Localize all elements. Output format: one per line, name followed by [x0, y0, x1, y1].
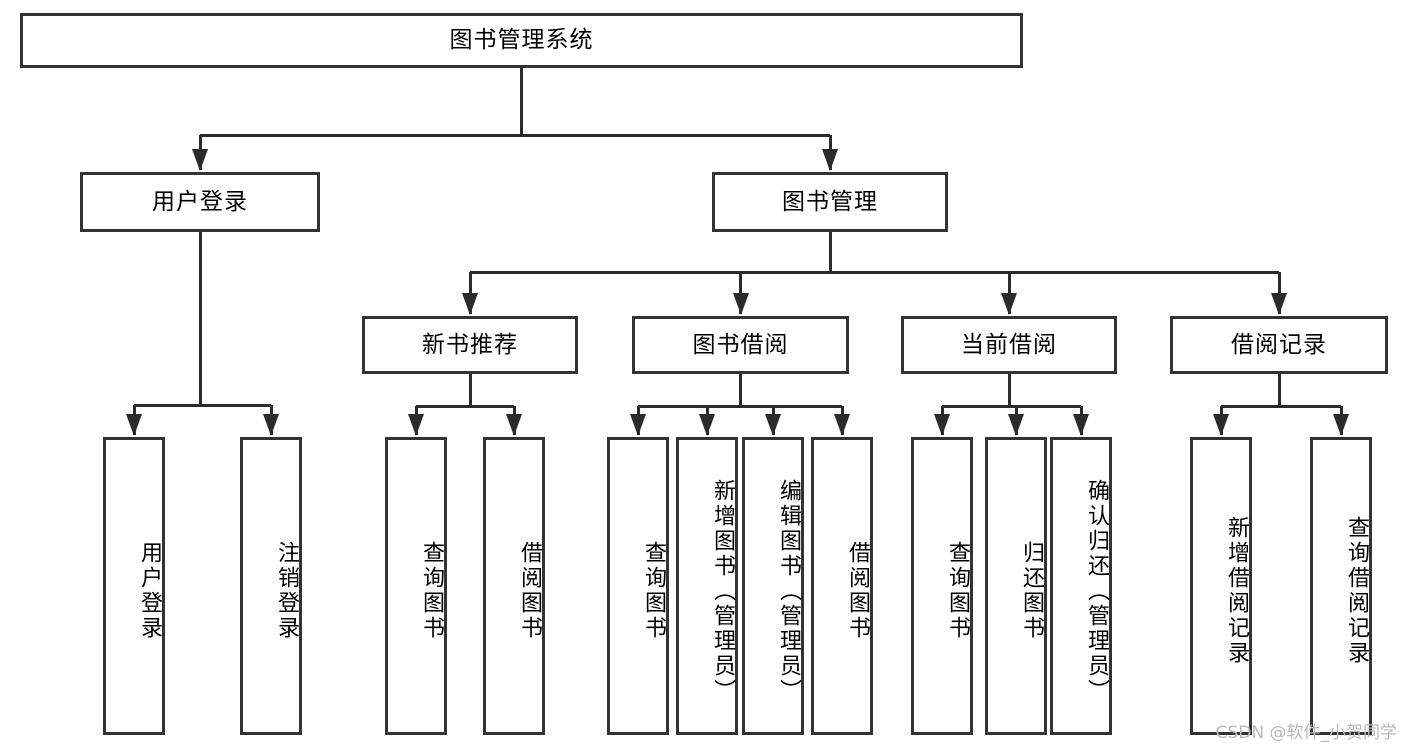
- connector-line-horizontal: [470, 270, 1279, 274]
- connector-line-vertical: [468, 374, 472, 406]
- connector-arrowhead: [126, 414, 142, 436]
- node-label: 借阅图书: [845, 541, 870, 641]
- node-leaf-13[interactable]: 查询借阅记录: [1310, 437, 1372, 735]
- connector-line-horizontal: [1221, 404, 1341, 408]
- node-leaf-4[interactable]: 借阅图书: [483, 437, 545, 735]
- connector-arrowhead: [822, 149, 838, 171]
- node-label: 查询图书: [641, 541, 666, 641]
- connector-line-vertical: [739, 374, 742, 406]
- connector-line-vertical: [520, 68, 523, 135]
- node-label: 编辑图书（管理员）: [776, 478, 801, 704]
- node-label: 新增借阅记录: [1224, 516, 1249, 666]
- connector-line-vertical: [198, 232, 202, 405]
- connector-arrowhead: [506, 414, 522, 436]
- connector-arrowhead: [1271, 293, 1287, 315]
- connector-arrowhead: [1073, 414, 1089, 436]
- node-label: 借阅图书: [517, 541, 542, 641]
- node-level1-1[interactable]: 用户登录: [80, 172, 320, 232]
- connector-arrowhead: [834, 414, 850, 436]
- node-level2-3[interactable]: 当前借阅: [901, 316, 1117, 374]
- node-label: 用户登录: [137, 541, 162, 641]
- connector-arrowhead: [699, 414, 715, 436]
- connector-line-vertical: [1007, 374, 1011, 406]
- node-leaf-2[interactable]: 注销登录: [240, 437, 302, 735]
- node-label: 查询借阅记录: [1344, 516, 1369, 666]
- connector-line-horizontal: [134, 403, 271, 407]
- node-leaf-8[interactable]: 借阅图书: [811, 437, 873, 735]
- node-leaf-12[interactable]: 新增借阅记录: [1190, 437, 1252, 735]
- connector-line-horizontal: [200, 133, 830, 137]
- connector-line-horizontal: [416, 404, 514, 408]
- node-leaf-6[interactable]: 新增图书（管理员）: [676, 437, 738, 735]
- node-label: 借阅记录: [1231, 331, 1327, 358]
- connector-arrowhead: [192, 149, 208, 171]
- connector-arrowhead: [1008, 414, 1024, 436]
- connector-arrowhead: [263, 414, 279, 436]
- connector-line-horizontal: [638, 404, 842, 408]
- node-level2-4[interactable]: 借阅记录: [1170, 316, 1388, 374]
- connector-arrowhead: [1213, 414, 1229, 436]
- connector-arrowhead: [408, 414, 424, 436]
- node-leaf-7[interactable]: 编辑图书（管理员）: [742, 437, 804, 735]
- connector-arrowhead: [1001, 293, 1017, 315]
- node-label: 新增图书（管理员）: [710, 478, 735, 704]
- node-label: 图书管理: [782, 188, 878, 215]
- node-leaf-9[interactable]: 查询图书: [911, 437, 973, 735]
- node-label: 用户登录: [152, 188, 248, 215]
- node-label: 新书推荐: [422, 331, 518, 358]
- node-label: 图书借阅: [692, 331, 789, 358]
- connector-arrowhead: [462, 293, 478, 315]
- node-label: 当前借阅: [961, 331, 1057, 358]
- connector-arrowhead: [630, 414, 646, 436]
- connector-line-vertical: [1277, 374, 1281, 406]
- node-root-system[interactable]: 图书管理系统: [20, 13, 1023, 68]
- connector-arrowhead: [1333, 414, 1349, 436]
- node-label: 查询图书: [419, 541, 444, 641]
- node-label: 确认归还（管理员）: [1084, 478, 1109, 704]
- node-leaf-11[interactable]: 确认归还（管理员）: [1050, 437, 1112, 735]
- connector-arrowhead: [934, 414, 950, 436]
- node-level2-1[interactable]: 新书推荐: [362, 316, 578, 374]
- connector-line-horizontal: [942, 404, 1081, 408]
- node-leaf-10[interactable]: 归还图书: [985, 437, 1047, 735]
- connector-line-vertical: [828, 232, 832, 272]
- node-level1-2[interactable]: 图书管理: [712, 172, 948, 232]
- connector-arrowhead: [765, 414, 781, 436]
- node-leaf-3[interactable]: 查询图书: [385, 437, 447, 735]
- node-label: 查询图书: [945, 541, 970, 641]
- node-label: 注销登录: [274, 541, 299, 641]
- node-leaf-1[interactable]: 用户登录: [103, 437, 165, 735]
- node-leaf-5[interactable]: 查询图书: [607, 437, 669, 735]
- connector-arrowhead: [732, 293, 749, 315]
- node-level2-2[interactable]: 图书借阅: [632, 316, 849, 374]
- node-label: 归还图书: [1019, 541, 1044, 641]
- node-label: 图书管理系统: [449, 27, 594, 54]
